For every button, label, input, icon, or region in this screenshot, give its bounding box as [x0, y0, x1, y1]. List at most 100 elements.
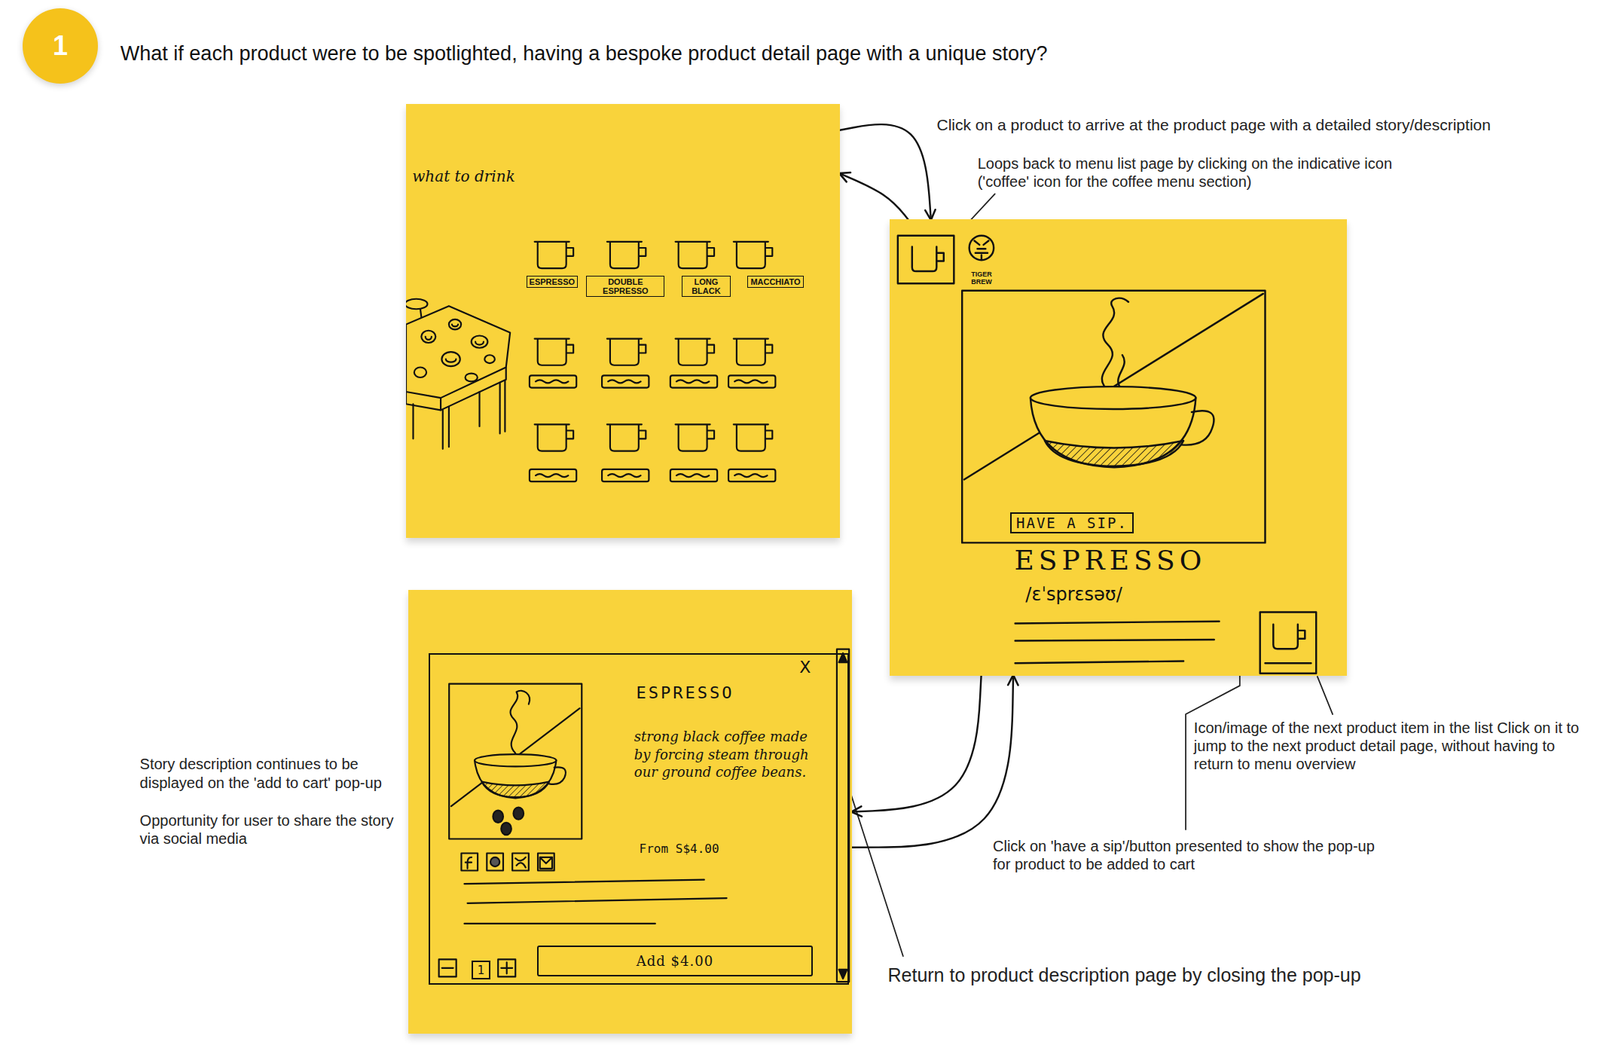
cup-handle — [549, 766, 566, 785]
plus-button — [500, 961, 513, 974]
menu-cup-icon — [607, 338, 646, 366]
menu-cup-icon — [675, 424, 715, 451]
stool-illustration — [406, 299, 428, 310]
page-title: What if each product were to be spotligh… — [120, 42, 1048, 66]
story-description: strong black coffee made by forcing stea… — [634, 727, 814, 781]
share-icon — [490, 857, 500, 867]
share-icon — [540, 857, 553, 869]
detail-illustration — [897, 235, 1317, 674]
menu-cup-icon — [675, 241, 715, 269]
callout-circle: 1 — [22, 8, 98, 84]
sip-button: HAVE A SIP. — [1010, 512, 1134, 534]
stool-illustration — [484, 354, 495, 364]
annotation-note: Return to product description page by cl… — [887, 963, 1490, 987]
brand-name: TIGER BREW — [964, 271, 998, 286]
menu-cup-icon — [534, 424, 574, 451]
coffee-bean — [512, 806, 524, 819]
menu-cup-icon — [733, 424, 773, 451]
brand-icon — [974, 241, 990, 260]
quantity-box: 1 — [471, 960, 490, 979]
menu-cup-icon — [607, 241, 646, 269]
menu-return-icon — [912, 247, 944, 272]
share-icon — [486, 852, 504, 871]
stool-illustration — [471, 335, 489, 349]
steam — [509, 690, 530, 754]
menu-name-scribble — [734, 380, 767, 384]
flow-arrow — [839, 173, 909, 220]
stool-illustration — [442, 351, 461, 367]
product-image-frame — [961, 290, 1265, 544]
menu-cup-icon — [675, 338, 715, 366]
menu-cup-icon — [534, 241, 574, 269]
steam — [1102, 298, 1129, 390]
annotation-note: Opportunity for user to share the story … — [140, 811, 404, 849]
coffee-hatching — [481, 781, 549, 797]
sticky-note: HAVE A SIP.TIGER BREWESPRESSO/ɛˈsprɛsəʊ/ — [889, 219, 1347, 676]
annotation-note: Click on a product to arrive at the prod… — [937, 115, 1600, 135]
stool-illustration — [406, 299, 510, 449]
menu-name-box — [728, 375, 776, 388]
menu-name-box — [728, 469, 776, 482]
product-name: ESPRESSO — [636, 683, 826, 703]
menu-name-scribble — [607, 473, 641, 477]
leader-line — [1317, 676, 1333, 715]
stool-illustration — [421, 330, 436, 343]
stool-illustration — [413, 380, 506, 449]
coffee-bean — [500, 822, 512, 835]
handwritten-heading: what to drink — [412, 167, 576, 186]
annotation-note: Story description continues to be displa… — [140, 754, 404, 792]
node-text: 1 — [52, 30, 68, 62]
share-icon — [512, 852, 529, 871]
sticky-note: 1 Add $4.00 X ESPRESSO strong black coffee m… — [408, 589, 852, 1034]
node-text: HAVE A SIP. — [1016, 514, 1128, 532]
menu-name-scribble — [535, 473, 568, 477]
menu-name-scribble — [535, 380, 568, 384]
annotation-note: Click on 'have a sip'/button presented t… — [992, 836, 1387, 874]
minus-button — [442, 967, 454, 969]
menu-name-scribble — [676, 473, 709, 477]
stool-illustration — [414, 367, 427, 379]
sticky-note: ESPRESSO DOUBLE ESPRESSO LONG BLACK MACCHIA… — [406, 103, 840, 538]
share-icon — [515, 857, 526, 868]
menu-item-label: MACCHIATO — [747, 275, 804, 288]
cart-popup: 1 Add $4.00 X ESPRESSO strong black coffee m… — [428, 653, 849, 985]
menu-cup-icon — [733, 241, 773, 269]
coffee-hatching — [1044, 440, 1184, 467]
description-lines — [1015, 621, 1220, 664]
popup-illustration — [438, 649, 849, 983]
detail-sketch — [889, 219, 1347, 676]
menu-cup-icon — [607, 424, 646, 451]
node-text: 1 — [477, 963, 486, 978]
node-text: Add $4.00 — [636, 952, 714, 969]
menu-item-label: DOUBLE ESPRESSO — [586, 275, 665, 297]
menu-cup-icon — [534, 338, 574, 366]
share-icon — [537, 852, 555, 871]
add-to-cart-button: Add $4.00 — [537, 945, 813, 977]
close-button: X — [799, 657, 820, 677]
annotation-note: Loops back to menu list page by clicking… — [977, 154, 1442, 192]
stool-illustration — [448, 319, 462, 330]
menu-name-scribble — [734, 473, 767, 477]
price: From S$4.00 — [639, 841, 804, 856]
menu-name-scribble — [676, 380, 709, 384]
stool-illustration — [440, 367, 507, 411]
share-icon — [461, 852, 478, 871]
node-text: ESPRESSO — [529, 277, 576, 287]
product-image-frame — [448, 683, 582, 840]
menu-name-box — [529, 375, 577, 388]
menu-name-scribble — [607, 380, 641, 384]
image-diagonal — [964, 293, 1264, 480]
description-lines — [464, 879, 727, 924]
cup-handle — [1181, 411, 1215, 446]
annotation-note: Icon/image of the next product item in t… — [1193, 718, 1588, 774]
stool-illustration — [465, 373, 478, 382]
node-text: LONG BLACK — [684, 277, 728, 296]
coffee-bean — [492, 810, 504, 823]
brand-icon — [969, 235, 995, 261]
node-text: MACCHIATO — [750, 277, 800, 287]
pronunciation: /ɛˈsprɛsəʊ/ — [1025, 583, 1281, 605]
menu-name-box — [601, 469, 649, 482]
steam — [1117, 354, 1124, 388]
flow-arrow — [851, 675, 1014, 848]
